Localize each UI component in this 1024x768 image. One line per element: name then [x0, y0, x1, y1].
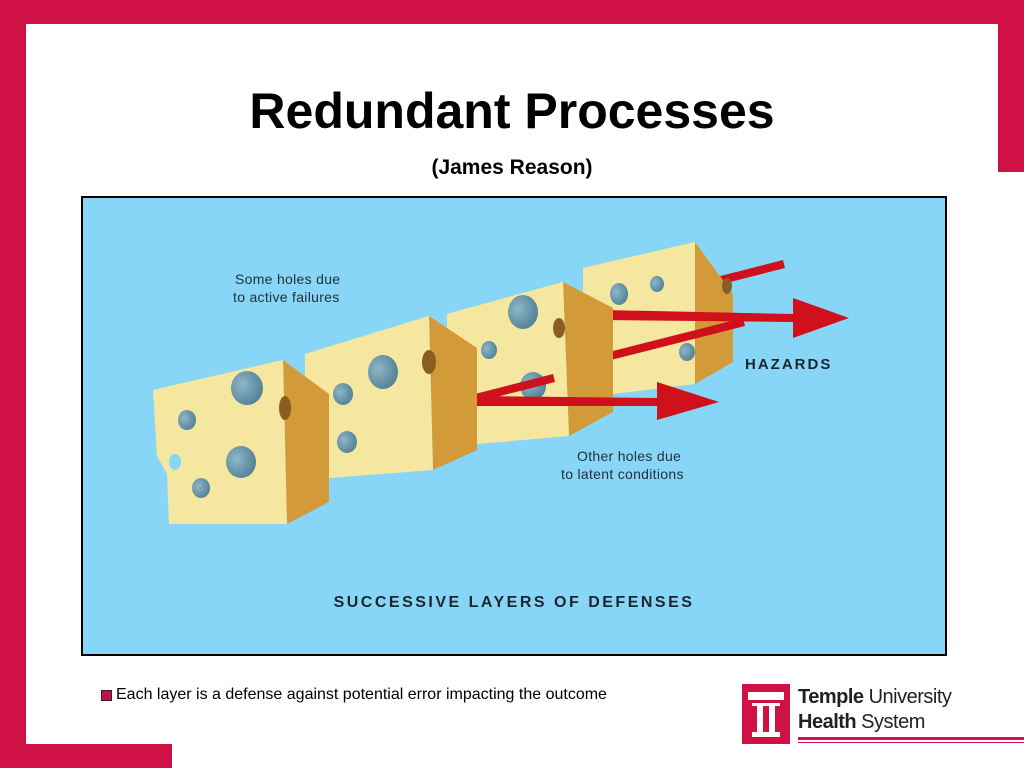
temple-university-logo: Temple University Health System	[742, 684, 1024, 746]
label-latent-conditions-line2: to latent conditions	[561, 466, 684, 482]
label-latent-conditions-line1: Other holes due	[577, 448, 682, 464]
slide-subtitle: (James Reason)	[431, 156, 593, 179]
bullet-text: Each layer is a defense against potentia…	[116, 686, 607, 703]
diagram-caption: SUCCESSIVE LAYERS OF DEFENSES	[333, 594, 695, 611]
slide-title: Redundant Processes	[249, 83, 775, 139]
frame-right-bar	[998, 0, 1024, 172]
cheese-slice-1	[153, 360, 329, 524]
hazard-arrow-2	[603, 298, 849, 338]
hazard-arrow-5	[475, 382, 719, 420]
diagram-graphic	[153, 242, 849, 524]
label-active-failures-line2: to active failures	[233, 289, 340, 305]
frame-top-bar	[0, 0, 1024, 24]
logo-temple-text: Temple	[798, 686, 864, 708]
frame-bottom-bar	[0, 744, 172, 768]
logo-line2: Health System	[798, 711, 925, 734]
logo-health-text: Health	[798, 711, 857, 733]
logo-rule-thin	[798, 742, 1024, 743]
swiss-cheese-diagram: Some holes due to active failures HAZARD…	[81, 196, 947, 656]
bullet-point: Each layer is a defense against potentia…	[101, 686, 607, 704]
logo-university-text: University	[863, 686, 952, 708]
logo-line1: Temple University	[798, 686, 952, 709]
logo-rule	[798, 737, 1024, 740]
hazard-arrow-3	[593, 318, 745, 364]
label-hazards: HAZARDS	[745, 356, 833, 373]
logo-system-text: System	[856, 711, 925, 733]
cheese-slice-2	[305, 316, 477, 478]
hazard-arrow-4	[475, 374, 555, 402]
frame-left-bar	[0, 0, 26, 768]
temple-t-mark-icon	[742, 684, 790, 744]
label-active-failures-line1: Some holes due	[235, 271, 341, 287]
bullet-square-icon	[101, 689, 112, 701]
